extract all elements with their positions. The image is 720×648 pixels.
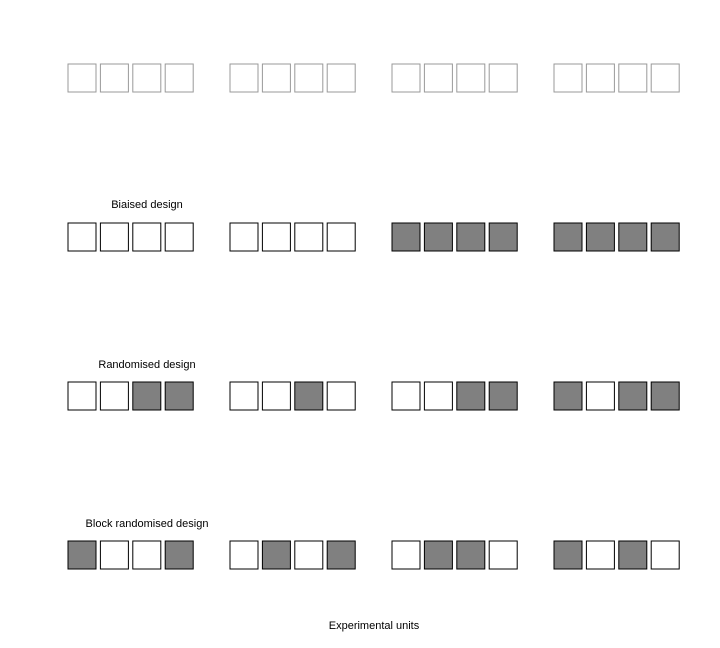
treated-unit-cell bbox=[456, 381, 486, 411]
control-unit-cell bbox=[456, 63, 486, 93]
control-unit-cell bbox=[326, 381, 356, 411]
treated-unit-cell bbox=[488, 381, 518, 411]
row-label: Biaised design bbox=[111, 199, 183, 211]
control-unit-cell bbox=[261, 222, 291, 252]
unit-group bbox=[391, 63, 518, 93]
control-unit-cell bbox=[229, 222, 259, 252]
unit-group bbox=[229, 222, 356, 252]
treated-unit-cell bbox=[553, 222, 583, 252]
control-unit-cell bbox=[132, 63, 162, 93]
control-unit-cell bbox=[164, 222, 194, 252]
unit-group bbox=[67, 381, 194, 411]
treated-unit-cell bbox=[650, 381, 680, 411]
treated-unit-cell bbox=[456, 540, 486, 570]
treated-unit-cell bbox=[164, 540, 194, 570]
unit-group bbox=[391, 381, 518, 411]
control-unit-cell bbox=[99, 222, 129, 252]
treated-unit-cell bbox=[585, 222, 615, 252]
unit-group bbox=[67, 540, 194, 570]
control-unit-cell bbox=[67, 381, 97, 411]
treated-unit-cell bbox=[618, 381, 648, 411]
treated-unit-cell bbox=[261, 540, 291, 570]
treated-unit-cell bbox=[553, 540, 583, 570]
control-unit-cell bbox=[229, 381, 259, 411]
control-unit-cell bbox=[67, 222, 97, 252]
control-unit-cell bbox=[229, 540, 259, 570]
control-unit-cell bbox=[391, 63, 421, 93]
control-unit-cell bbox=[326, 222, 356, 252]
design-row: Biaised design bbox=[67, 199, 680, 252]
treated-unit-cell bbox=[326, 540, 356, 570]
unit-group bbox=[229, 381, 356, 411]
control-unit-cell bbox=[585, 63, 615, 93]
unit-group bbox=[553, 381, 680, 411]
row-label: Block randomised design bbox=[86, 518, 209, 530]
unit-group bbox=[553, 540, 680, 570]
control-unit-cell bbox=[553, 63, 583, 93]
control-unit-cell bbox=[391, 540, 421, 570]
design-row: Block randomised design bbox=[67, 518, 680, 570]
unit-group bbox=[229, 63, 356, 93]
row-label: Randomised design bbox=[98, 359, 195, 371]
treated-unit-cell bbox=[488, 222, 518, 252]
treated-unit-cell bbox=[456, 222, 486, 252]
control-unit-cell bbox=[99, 381, 129, 411]
control-unit-cell bbox=[488, 63, 518, 93]
control-unit-cell bbox=[585, 540, 615, 570]
design-row: Randomised design bbox=[67, 359, 680, 411]
unit-group bbox=[67, 222, 194, 252]
control-unit-cell bbox=[261, 381, 291, 411]
treated-unit-cell bbox=[553, 381, 583, 411]
unit-group bbox=[553, 63, 680, 93]
unit-group bbox=[67, 63, 194, 93]
control-unit-cell bbox=[261, 63, 291, 93]
control-unit-cell bbox=[99, 540, 129, 570]
treated-unit-cell bbox=[423, 540, 453, 570]
control-unit-cell bbox=[132, 540, 162, 570]
control-unit-cell bbox=[585, 381, 615, 411]
treated-unit-cell bbox=[391, 222, 421, 252]
control-unit-cell bbox=[294, 222, 324, 252]
control-unit-cell bbox=[488, 540, 518, 570]
treated-unit-cell bbox=[67, 540, 97, 570]
treated-unit-cell bbox=[650, 222, 680, 252]
control-unit-cell bbox=[132, 222, 162, 252]
control-unit-cell bbox=[164, 63, 194, 93]
treated-unit-cell bbox=[423, 222, 453, 252]
treated-unit-cell bbox=[164, 381, 194, 411]
control-unit-cell bbox=[326, 63, 356, 93]
control-unit-cell bbox=[294, 63, 324, 93]
control-unit-cell bbox=[229, 63, 259, 93]
control-unit-cell bbox=[423, 63, 453, 93]
control-unit-cell bbox=[650, 63, 680, 93]
control-unit-cell bbox=[294, 540, 324, 570]
unit-group bbox=[229, 540, 356, 570]
control-unit-cell bbox=[423, 381, 453, 411]
unit-group bbox=[391, 540, 518, 570]
control-unit-cell bbox=[618, 63, 648, 93]
control-unit-cell bbox=[391, 381, 421, 411]
unit-group bbox=[553, 222, 680, 252]
treated-unit-cell bbox=[132, 381, 162, 411]
control-unit-cell bbox=[650, 540, 680, 570]
control-unit-cell bbox=[99, 63, 129, 93]
treated-unit-cell bbox=[618, 540, 648, 570]
treated-unit-cell bbox=[618, 222, 648, 252]
treated-unit-cell bbox=[294, 381, 324, 411]
footer-label: Experimental units bbox=[329, 620, 420, 632]
control-unit-cell bbox=[67, 63, 97, 93]
design-row bbox=[67, 63, 680, 93]
unit-group bbox=[391, 222, 518, 252]
